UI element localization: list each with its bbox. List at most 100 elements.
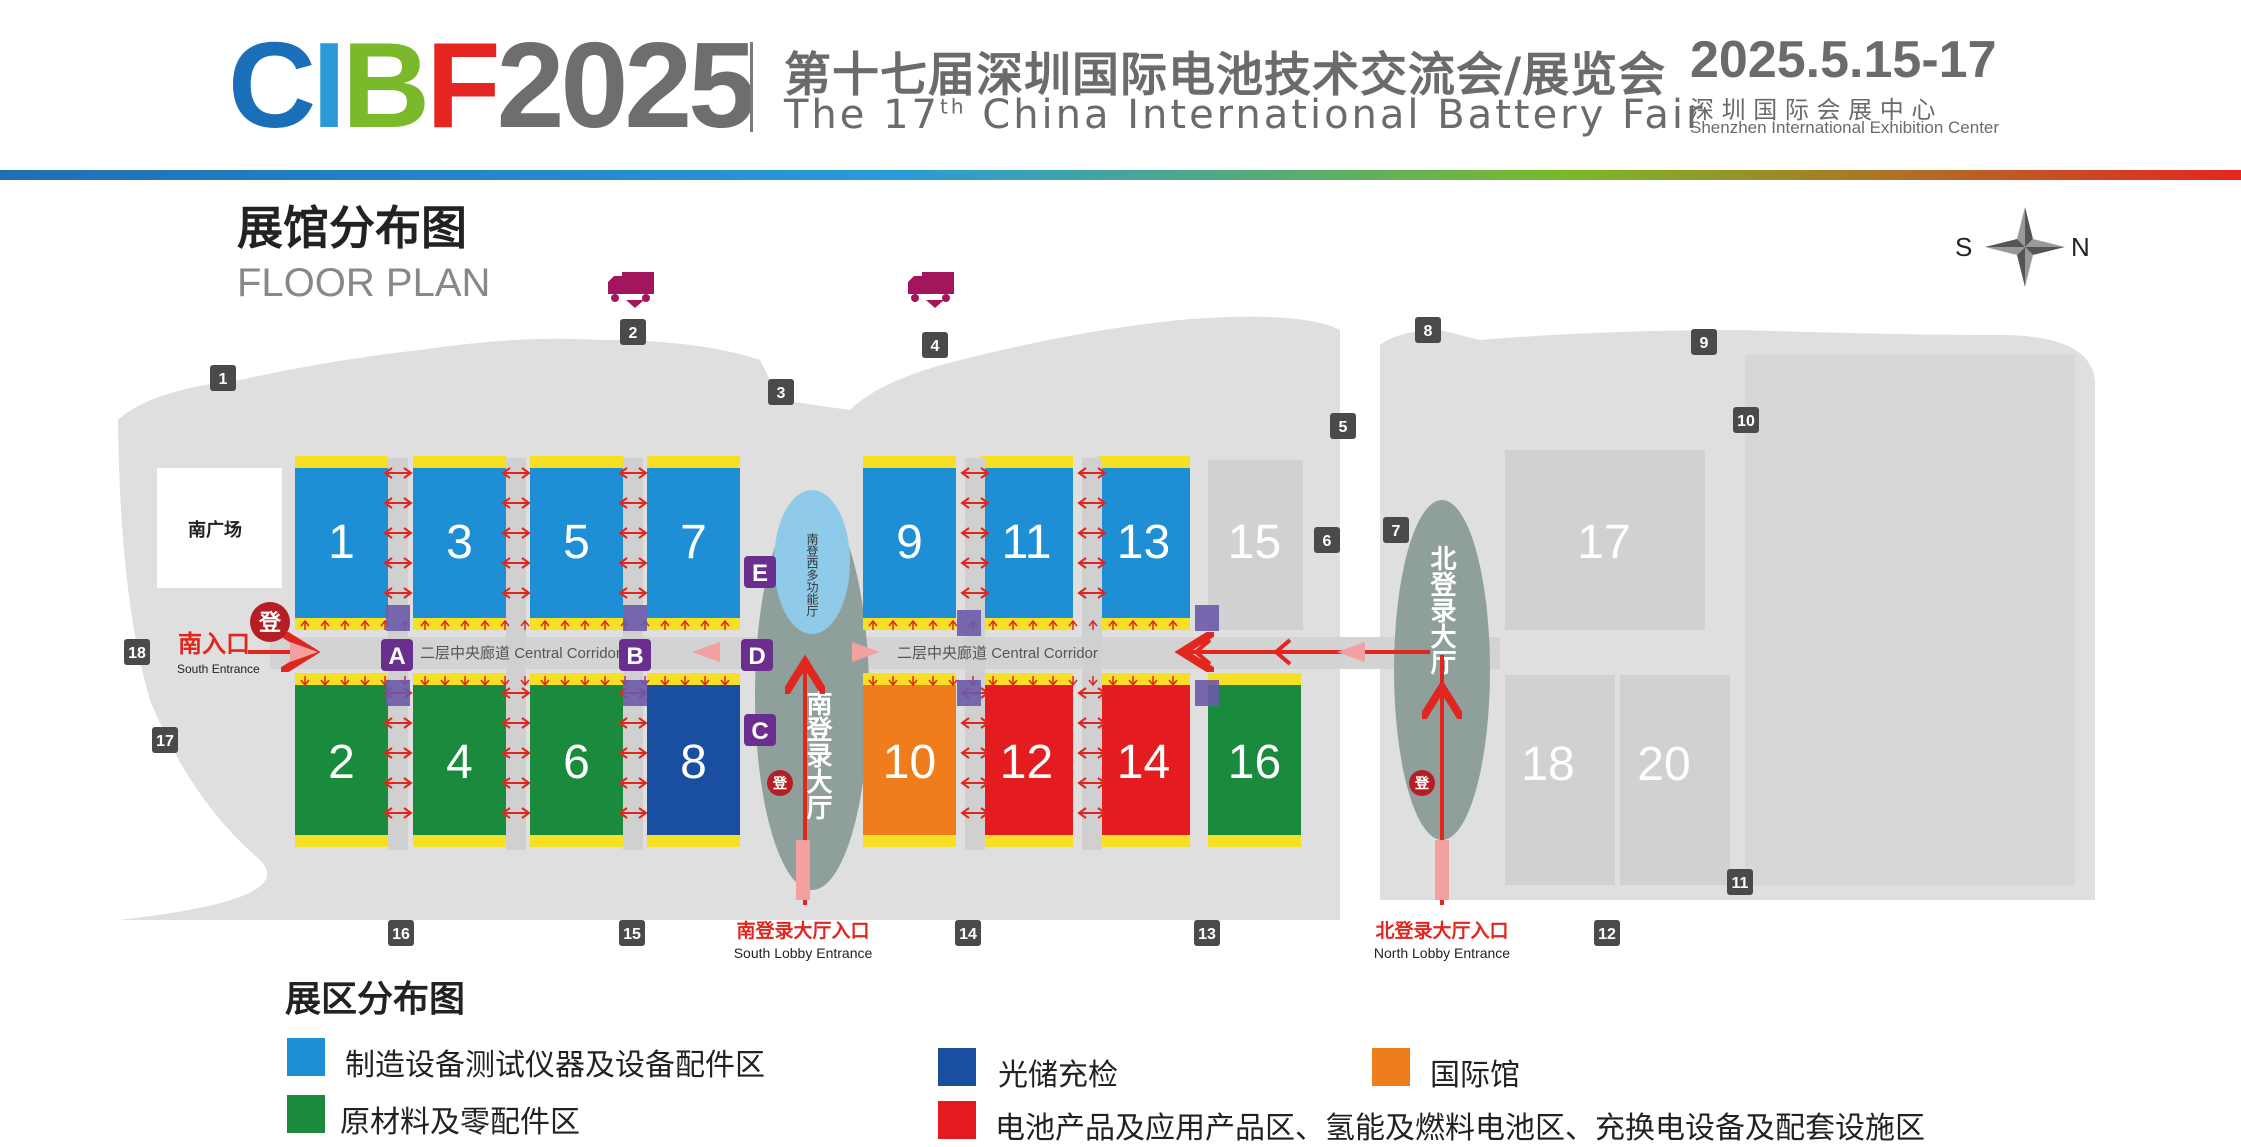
truck-icon bbox=[608, 272, 654, 308]
hall-4: 4 bbox=[413, 673, 506, 847]
event-title-en: The 17th China International Battery Fai… bbox=[784, 92, 1705, 138]
north-lobby-label: 北登录大厅 bbox=[1427, 545, 1457, 675]
south-west-hall bbox=[774, 490, 850, 634]
legend-label-materials: 原材料及零配件区 bbox=[340, 1106, 580, 1139]
gate-4: 4 bbox=[922, 332, 948, 358]
south-entrance-label-en: South Entrance bbox=[177, 662, 260, 676]
aisle-arrow bbox=[1077, 527, 1107, 539]
hall-number: 16 bbox=[1228, 736, 1281, 789]
entry-arrow bbox=[680, 676, 690, 687]
svg-text:14: 14 bbox=[959, 926, 977, 943]
gate-1: 1 bbox=[210, 365, 236, 391]
legend-label-international: 国际馆 bbox=[1430, 1059, 1520, 1092]
hall-block bbox=[647, 685, 740, 835]
hall-band bbox=[530, 673, 623, 685]
north-block bbox=[1745, 355, 2075, 885]
entry-arrow bbox=[480, 676, 490, 687]
hall-15: 15 bbox=[1228, 516, 1281, 569]
legend-title: 展区分布图 bbox=[285, 978, 466, 1019]
hall-number: 4 bbox=[446, 736, 473, 789]
hall-band bbox=[530, 456, 623, 468]
hall-band bbox=[863, 835, 956, 847]
corridor-point-c: C bbox=[744, 714, 776, 746]
aisle-arrow bbox=[383, 807, 413, 819]
hall-16: 16 bbox=[1208, 673, 1301, 847]
aisle-arrow bbox=[960, 557, 990, 569]
aisle-arrow bbox=[960, 497, 990, 509]
hall-12: 12 bbox=[980, 673, 1073, 847]
floor-plan-title-cn: 展馆分布图 bbox=[237, 202, 467, 254]
aisle-arrow bbox=[618, 527, 648, 539]
gate-18: 18 bbox=[124, 639, 150, 665]
aisle-arrow bbox=[1077, 777, 1107, 789]
entry-arrow bbox=[1128, 619, 1138, 630]
svg-text:15: 15 bbox=[623, 926, 641, 943]
hall-block bbox=[1097, 685, 1190, 835]
gate-11: 11 bbox=[1727, 869, 1753, 895]
aisle-arrow bbox=[1077, 717, 1107, 729]
entry-arrow bbox=[1148, 676, 1158, 687]
legend-swatch-blue bbox=[287, 1038, 325, 1076]
aisle-arrow bbox=[618, 747, 648, 759]
gate-16: 16 bbox=[388, 920, 414, 946]
entry-arrow bbox=[1168, 676, 1178, 687]
aisle-arrow bbox=[501, 557, 531, 569]
hall-number: 3 bbox=[446, 516, 473, 569]
entry-arrow bbox=[1008, 619, 1018, 630]
corridor-label-east: 二层中央廊道 Central Corridor bbox=[897, 645, 1098, 662]
svg-text:4: 4 bbox=[931, 338, 940, 355]
hall-number: 9 bbox=[896, 516, 923, 569]
title-en-prefix: The 17 bbox=[784, 92, 941, 138]
hall-number: 5 bbox=[563, 516, 590, 569]
hall-18 bbox=[1505, 675, 1615, 885]
bridge-connector bbox=[386, 680, 410, 706]
hall-number: 13 bbox=[1117, 516, 1170, 569]
hall-8: 8 bbox=[647, 673, 740, 847]
aisle-arrow bbox=[383, 747, 413, 759]
gate-5: 5 bbox=[1330, 413, 1356, 439]
south-lobby-entrance-label-cn: 南登录大厅入口 bbox=[736, 919, 869, 942]
hall-band bbox=[1097, 456, 1190, 468]
aisle-arrow bbox=[501, 717, 531, 729]
gate-3: 3 bbox=[768, 379, 794, 405]
hall-band bbox=[647, 456, 740, 468]
svg-text:10: 10 bbox=[1737, 413, 1755, 430]
svg-text:6: 6 bbox=[1323, 533, 1332, 550]
aisle-arrow bbox=[618, 557, 648, 569]
entry-arrow bbox=[1108, 676, 1118, 687]
aisle-arrow bbox=[618, 497, 648, 509]
svg-text:登: 登 bbox=[772, 774, 788, 792]
entry-arrow bbox=[1068, 619, 1078, 630]
event-title-cn: 第十七届深圳国际电池技术交流会/展览会 bbox=[784, 48, 1667, 103]
entry-arrow bbox=[560, 619, 570, 630]
svg-text:D: D bbox=[748, 643, 765, 670]
hall-band bbox=[980, 835, 1073, 847]
gate-12: 12 bbox=[1594, 920, 1620, 946]
gate-8: 8 bbox=[1415, 317, 1441, 343]
route-chevrons bbox=[1192, 638, 1292, 666]
entry-arrow bbox=[700, 619, 710, 630]
svg-text:17: 17 bbox=[156, 733, 174, 750]
compass-icon bbox=[1985, 207, 2065, 287]
north-lobby-entrance-label-en: North Lobby Entrance bbox=[1374, 945, 1510, 961]
aisle-arrow bbox=[1077, 687, 1107, 699]
svg-text:登: 登 bbox=[1414, 774, 1430, 792]
hall-2: 2 bbox=[295, 673, 388, 847]
gate-14: 14 bbox=[955, 920, 981, 946]
hall-band bbox=[1208, 673, 1301, 685]
svg-text:5: 5 bbox=[1339, 419, 1348, 436]
entry-arrow bbox=[340, 676, 350, 687]
hall-14: 14 bbox=[1097, 673, 1190, 847]
corridor-point-a: A bbox=[381, 639, 413, 671]
hall-block bbox=[295, 685, 388, 835]
entry-arrow bbox=[600, 619, 610, 630]
entry-arrow bbox=[928, 676, 938, 687]
aisle-arrow bbox=[383, 527, 413, 539]
hall-band bbox=[413, 835, 506, 847]
svg-text:16: 16 bbox=[392, 926, 410, 943]
aisle-arrow bbox=[960, 587, 990, 599]
hall-band bbox=[1208, 835, 1301, 847]
bridge-connector bbox=[957, 610, 981, 636]
